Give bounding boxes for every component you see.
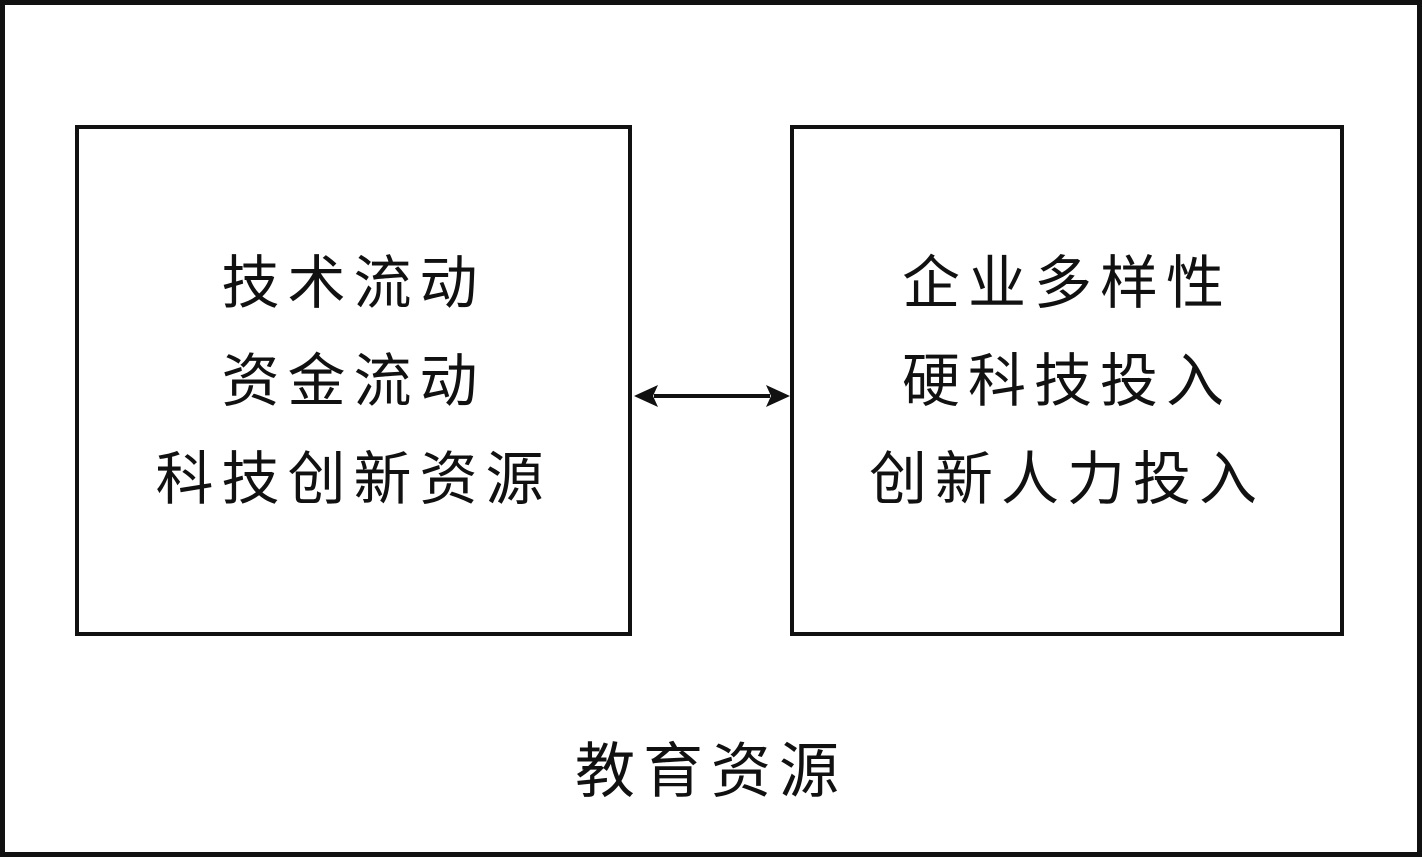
bidirectional-arrow bbox=[634, 385, 790, 407]
left-box-line-1: 技术流动 bbox=[221, 248, 486, 317]
outer-label: 教育资源 bbox=[575, 737, 847, 807]
arrow-head-left bbox=[634, 385, 658, 407]
left-box-line-2: 资金流动 bbox=[221, 346, 486, 415]
right-box-line-1: 企业多样性 bbox=[901, 248, 1232, 317]
right-box-line-3: 创新人力投入 bbox=[868, 444, 1265, 513]
left-box-line-3: 科技创新资源 bbox=[155, 444, 552, 513]
right-box: 企业多样性 硬科技投入 创新人力投入 bbox=[790, 125, 1344, 636]
right-box-line-2: 硬科技投入 bbox=[901, 346, 1232, 415]
arrow-head-right bbox=[766, 385, 790, 407]
left-box: 技术流动 资金流动 科技创新资源 bbox=[75, 125, 632, 636]
